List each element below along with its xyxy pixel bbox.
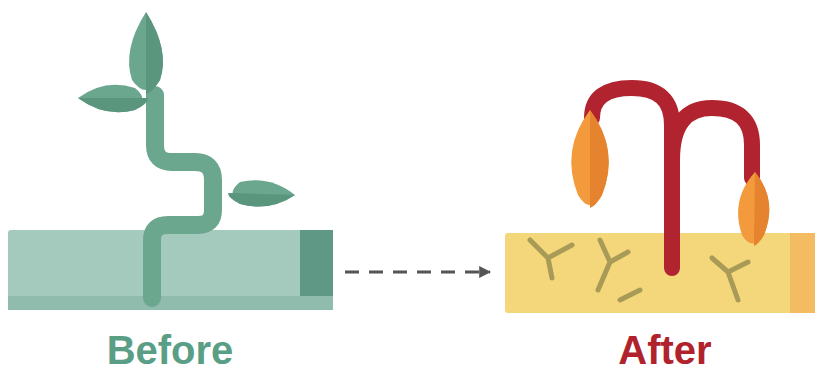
wilted-plant xyxy=(505,88,815,313)
dry-soil-block xyxy=(505,233,815,313)
leaf-shade xyxy=(146,12,163,94)
leaf-shade xyxy=(228,193,295,207)
soil-cracks xyxy=(530,240,748,300)
leaf-shade xyxy=(590,110,609,208)
healthy-seedling xyxy=(8,12,333,310)
illustration-panel: After xyxy=(490,0,822,377)
wilted-stem xyxy=(672,108,752,178)
illustration-panel: Before xyxy=(0,0,345,377)
soil-base xyxy=(8,296,333,310)
panel-caption: After xyxy=(490,326,822,374)
soil-shade xyxy=(790,233,815,313)
leaf-shade xyxy=(78,98,148,112)
soil-block xyxy=(8,230,333,310)
dashed-arrow xyxy=(345,271,490,274)
leaf-shade xyxy=(754,172,769,246)
seedling-stem xyxy=(152,95,213,298)
panel-caption: Before xyxy=(0,326,345,374)
